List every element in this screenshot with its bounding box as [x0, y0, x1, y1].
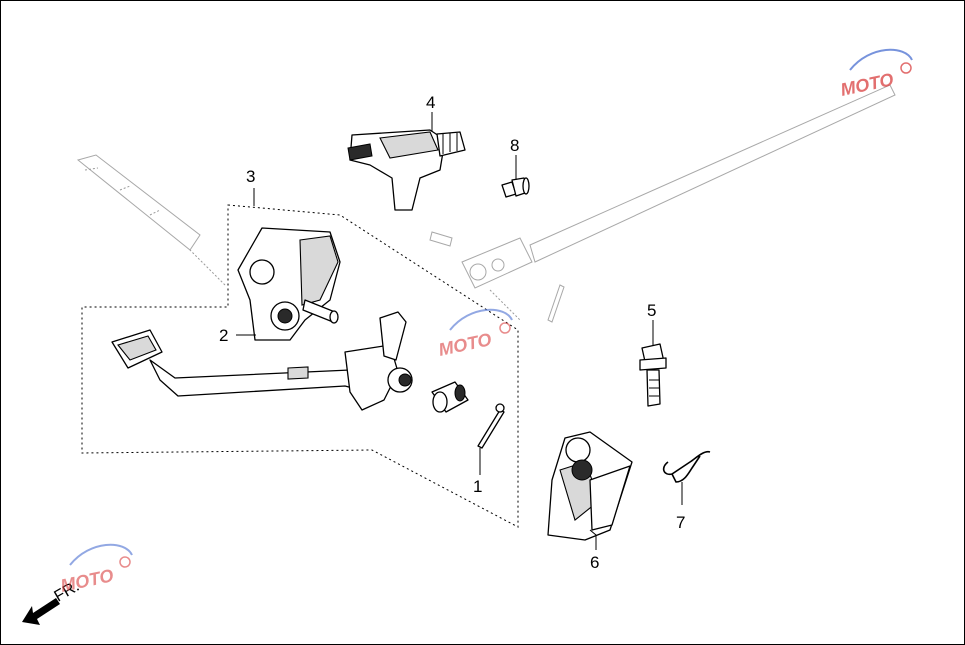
- watermark-text: MOTO: [437, 329, 494, 360]
- callout-6: 6: [590, 553, 599, 572]
- cotter-pin-ghost: [547, 284, 565, 323]
- callout-3: 3: [246, 167, 255, 186]
- gear-icon: [499, 322, 511, 334]
- part-1-cotter-pin: [477, 403, 505, 449]
- part-7-spring-clip: [662, 450, 711, 483]
- part-5-long-bolt: [639, 343, 667, 407]
- leader-6: [589, 529, 597, 550]
- brake-rod-ghost-right: [461, 84, 896, 321]
- watermark-logo-center: MOTO: [437, 308, 513, 360]
- front-arrow-icon: [22, 598, 60, 625]
- bushing: [431, 381, 469, 413]
- callout-1: 1: [473, 477, 482, 496]
- brake-rod-ghost-left: [76, 154, 226, 286]
- gear-icon: [119, 556, 131, 568]
- watermark-logo-bottom-left: MOTO: [59, 543, 133, 596]
- watermark-text: MOTO: [59, 565, 116, 596]
- part-4-stop-switch: [347, 129, 466, 211]
- clip-ghost: [429, 231, 453, 247]
- callout-2: 2: [219, 326, 228, 345]
- gear-icon: [900, 62, 912, 74]
- callout-5: 5: [647, 301, 656, 320]
- callout-8: 8: [510, 136, 519, 155]
- callout-7: 7: [676, 513, 685, 532]
- assembly-3-group-outline: [81, 204, 519, 528]
- part-8-flange-bolt: [501, 177, 530, 198]
- callout-4: 4: [426, 93, 435, 112]
- part-2-pivot-bracket: [237, 227, 341, 341]
- watermark-logo-top-right: MOTO: [839, 48, 913, 100]
- brake-pedal-lever: [111, 311, 413, 411]
- part-6-mounting-bracket: [547, 431, 633, 541]
